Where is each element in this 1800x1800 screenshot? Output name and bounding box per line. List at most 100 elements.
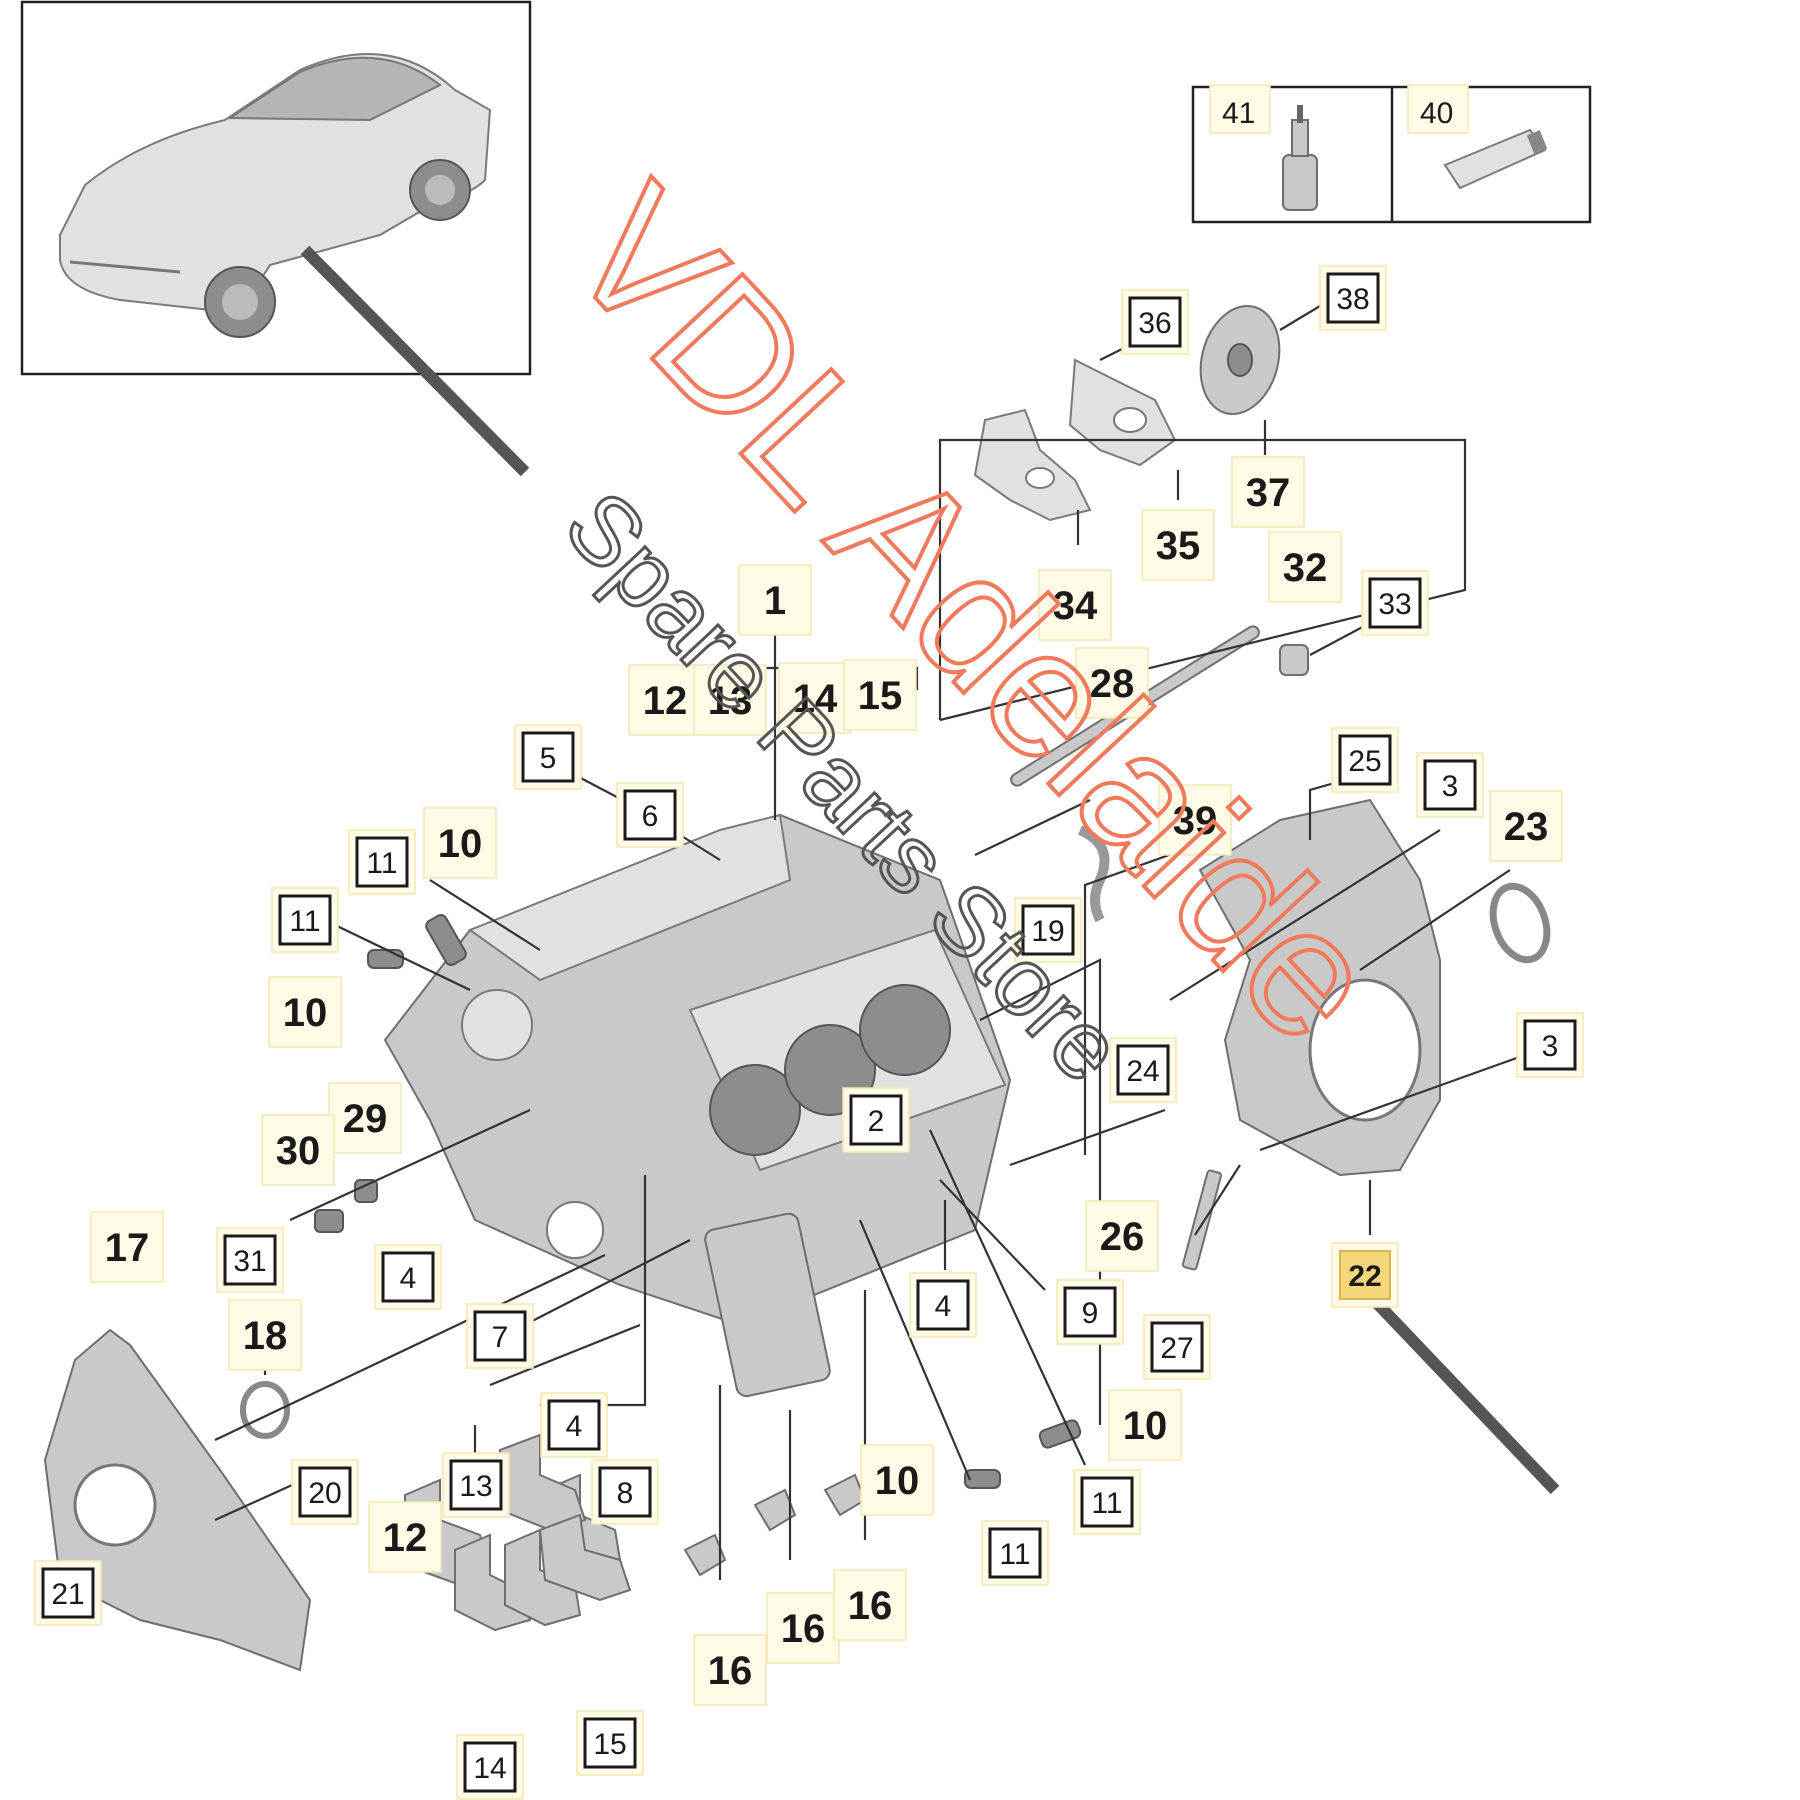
callout-halo xyxy=(1141,509,1215,581)
callout-number: 38 xyxy=(1336,283,1369,316)
callout-box xyxy=(449,1459,503,1511)
callout-label: 18 xyxy=(228,1299,302,1371)
callout-number: 26 xyxy=(1100,1215,1145,1259)
callout-number: 20 xyxy=(308,1477,341,1510)
callout-label: 8 xyxy=(591,1459,659,1525)
callout-box xyxy=(598,1466,652,1518)
callout-label: 15 xyxy=(576,1710,644,1776)
callout-number: 11 xyxy=(1091,1487,1122,1520)
callout-box xyxy=(381,1251,435,1303)
callout-label: 14 xyxy=(778,662,852,734)
callout-label: 4 xyxy=(909,1272,977,1338)
callout-label: 14 xyxy=(456,1734,524,1800)
grease-tube-icon xyxy=(1443,128,1548,190)
callout-number: 2 xyxy=(868,1105,885,1138)
callout-label: 10 xyxy=(1108,1389,1182,1461)
callout-box xyxy=(1368,577,1422,629)
callout-halo xyxy=(833,1569,907,1641)
callout-number: 5 xyxy=(540,742,557,775)
callout-number: 34 xyxy=(1053,584,1098,628)
callout-number: 12 xyxy=(643,679,688,723)
callout-halo xyxy=(1108,1389,1182,1461)
callout-number: 11 xyxy=(289,905,320,938)
callout-box xyxy=(355,836,409,888)
callout-number: 16 xyxy=(848,1584,893,1628)
car-suv-icon xyxy=(59,53,492,338)
callout-label: 11 xyxy=(271,887,339,953)
callout-number: 25 xyxy=(1348,745,1381,778)
sealant-bottle-icon xyxy=(1282,105,1318,211)
accessory-number: 40 xyxy=(1420,97,1453,130)
callout-number: 35 xyxy=(1156,524,1201,568)
callout-number: 17 xyxy=(105,1226,150,1270)
callout-label: 32 xyxy=(1268,531,1342,603)
callout-label: 29 xyxy=(328,1082,402,1154)
callout-label: 36 xyxy=(1121,289,1189,355)
callout-box xyxy=(1326,272,1380,324)
callout-label: 17 xyxy=(90,1211,164,1283)
callout-label: 3 xyxy=(1516,1012,1584,1078)
callout-halo xyxy=(1075,647,1149,719)
callout-halo xyxy=(1038,569,1112,641)
callout-label: 2 xyxy=(842,1087,910,1153)
accessory-label-halo xyxy=(1407,84,1469,134)
callout-box xyxy=(1128,296,1182,348)
callout-halo xyxy=(228,1299,302,1371)
callout-label: 28 xyxy=(1075,647,1149,719)
callout-number: 9 xyxy=(1082,1297,1099,1330)
callout-label: 13 xyxy=(442,1452,510,1518)
callout-number: 7 xyxy=(492,1321,509,1354)
oil-jets xyxy=(683,1473,867,1577)
callout-box xyxy=(1021,904,1075,956)
callout-number: 1 xyxy=(764,579,786,623)
callout-label: 21 xyxy=(34,1560,102,1626)
callout-label: 1 xyxy=(738,564,812,636)
callout-number: 18 xyxy=(243,1314,288,1358)
callout-number: 15 xyxy=(593,1728,626,1761)
callout-label: 10 xyxy=(860,1444,934,1516)
callout-halo xyxy=(328,1082,402,1154)
callout-number: 13 xyxy=(708,679,753,723)
callout-box xyxy=(849,1094,903,1146)
callout-number: 15 xyxy=(858,674,903,718)
callout-label: 25 xyxy=(1331,727,1399,793)
callout-number: 3 xyxy=(1542,1030,1559,1063)
accessory-label: 41 xyxy=(1209,84,1271,134)
accessory-label-halo xyxy=(1209,84,1271,134)
callout-number: 39 xyxy=(1173,799,1218,843)
callout-number: 23 xyxy=(1504,805,1549,849)
oil-pump-parts xyxy=(973,304,1281,522)
callout-label: 7 xyxy=(466,1303,534,1369)
callout-number: 31 xyxy=(233,1245,266,1278)
callout-halo xyxy=(860,1444,934,1516)
callout-box xyxy=(583,1717,637,1769)
callout-label: 5 xyxy=(514,724,582,790)
accessory-labels: 41 40 xyxy=(1209,84,1469,134)
callout-halo xyxy=(90,1211,164,1283)
callout-label: 20 xyxy=(291,1459,359,1525)
callout-box xyxy=(1423,759,1477,811)
pointer-bar xyxy=(1350,1275,1560,1495)
callout-halo xyxy=(738,564,812,636)
callout-number: 10 xyxy=(1123,1404,1168,1448)
callout-number: 16 xyxy=(708,1649,753,1693)
callout-label: 15 xyxy=(843,659,917,731)
callout-label: 22 xyxy=(1331,1242,1399,1308)
callout-number: 8 xyxy=(617,1477,634,1510)
callout-number: 24 xyxy=(1126,1055,1159,1088)
callout-halo xyxy=(1085,1200,1159,1272)
callout-box xyxy=(988,1527,1042,1579)
callout-label: 19 xyxy=(1014,897,1082,963)
callout-number: 36 xyxy=(1138,307,1171,340)
callout-label: 13 xyxy=(693,664,767,736)
callout-label: 16 xyxy=(693,1634,767,1706)
callout-box xyxy=(41,1567,95,1619)
bolt xyxy=(1181,1169,1223,1271)
callout-box xyxy=(521,731,575,783)
callout-number: 16 xyxy=(781,1607,826,1651)
callout-number: 10 xyxy=(438,822,483,866)
callout-number: 21 xyxy=(51,1578,84,1611)
callout-label: 10 xyxy=(268,976,342,1048)
